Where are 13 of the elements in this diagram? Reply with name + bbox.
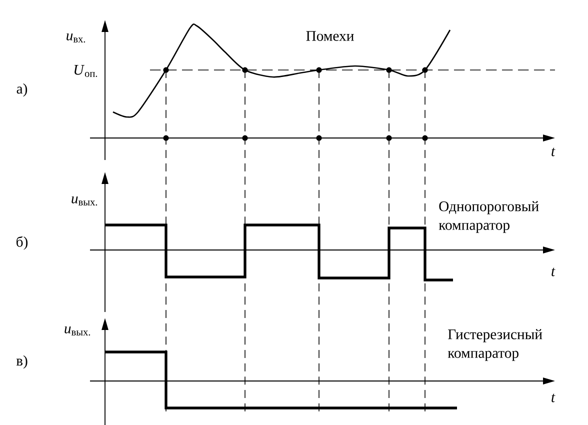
- label: а): [16, 83, 28, 97]
- label: Помехи: [306, 31, 354, 41]
- axis-label: u$_{вх.}$: [66, 33, 86, 43]
- axis-label: U$_{оп.}$: [74, 65, 98, 77]
- label: б): [16, 236, 28, 250]
- label: в): [16, 355, 28, 369]
- axis-label: u$_{вых.}$: [64, 326, 90, 336]
- axis-label: t: [552, 268, 556, 276]
- label: Однопороговый компаратор: [438, 201, 539, 233]
- axis-label: t: [552, 394, 556, 402]
- axis-label: u$_{вых.}$: [72, 196, 98, 206]
- axis-label: t: [552, 148, 556, 156]
- label: Гистерезисный компаратор: [448, 329, 542, 361]
